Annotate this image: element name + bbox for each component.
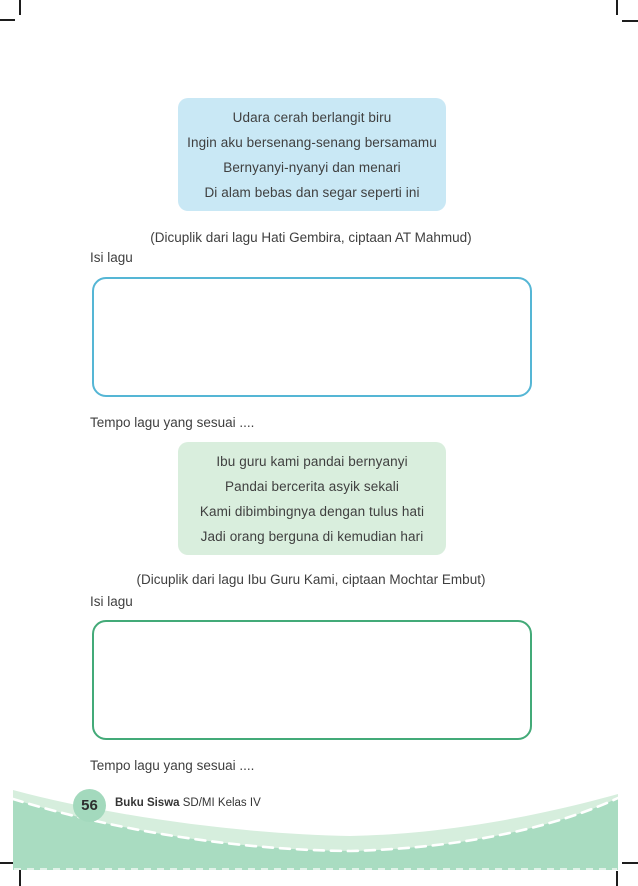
crop-mark-bottom-left-vertical [19, 870, 21, 886]
tempo-prompt: Tempo lagu yang sesuai .... [90, 415, 255, 430]
song-source-caption: (Dicuplik dari lagu Hati Gembira, ciptaa… [150, 230, 472, 245]
lyric-line: Kami dibimbingnya dengan tulus hati [199, 503, 425, 519]
crop-mark-top-left-horizontal [0, 19, 15, 21]
lyric-line: Di alam bebas dan segar seperti ini [204, 184, 420, 200]
lyric-box-ibu-guru-kami: Ibu guru kami pandai bernyanyi Pandai be… [178, 442, 446, 555]
answer-box-song1[interactable] [92, 277, 532, 397]
page-number-badge: 56 [73, 789, 106, 822]
isi-lagu-label: Isi lagu [90, 594, 133, 609]
lyric-line: Ingin aku bersenang-senang bersamamu [187, 134, 437, 150]
book-title: Buku Siswa SD/MI Kelas IV [115, 797, 261, 809]
lyric-line: Ibu guru kami pandai bernyanyi [216, 453, 408, 469]
page-number: 56 [81, 797, 98, 814]
lyric-line: Udara cerah berlangit biru [232, 109, 392, 125]
answer-box-song2[interactable] [92, 620, 532, 740]
book-title-bold: Buku Siswa [115, 797, 180, 809]
crop-mark-top-right-vertical [616, 0, 618, 15]
song-source-caption: (Dicuplik dari lagu Ibu Guru Kami, cipta… [136, 572, 486, 587]
lyric-box-hati-gembira: Udara cerah berlangit biru Ingin aku ber… [178, 98, 446, 211]
lyric-line: Jadi orang berguna di kemudian hari [200, 528, 424, 544]
lyric-line: Pandai bercerita asyik sekali [225, 478, 399, 494]
tempo-prompt: Tempo lagu yang sesuai .... [90, 758, 255, 773]
crop-mark-bottom-left-horizontal [0, 862, 15, 864]
crop-mark-bottom-right-vertical [616, 871, 618, 886]
footer-wave-decoration [11, 790, 620, 870]
crop-mark-top-right-horizontal [622, 20, 638, 22]
crop-mark-top-left-vertical [19, 0, 21, 15]
isi-lagu-label: Isi lagu [90, 250, 133, 265]
book-subtitle: SD/MI Kelas IV [182, 797, 261, 809]
crop-mark-bottom-right-horizontal [622, 862, 638, 864]
lyric-line: Bernyanyi-nyanyi dan menari [223, 159, 401, 175]
